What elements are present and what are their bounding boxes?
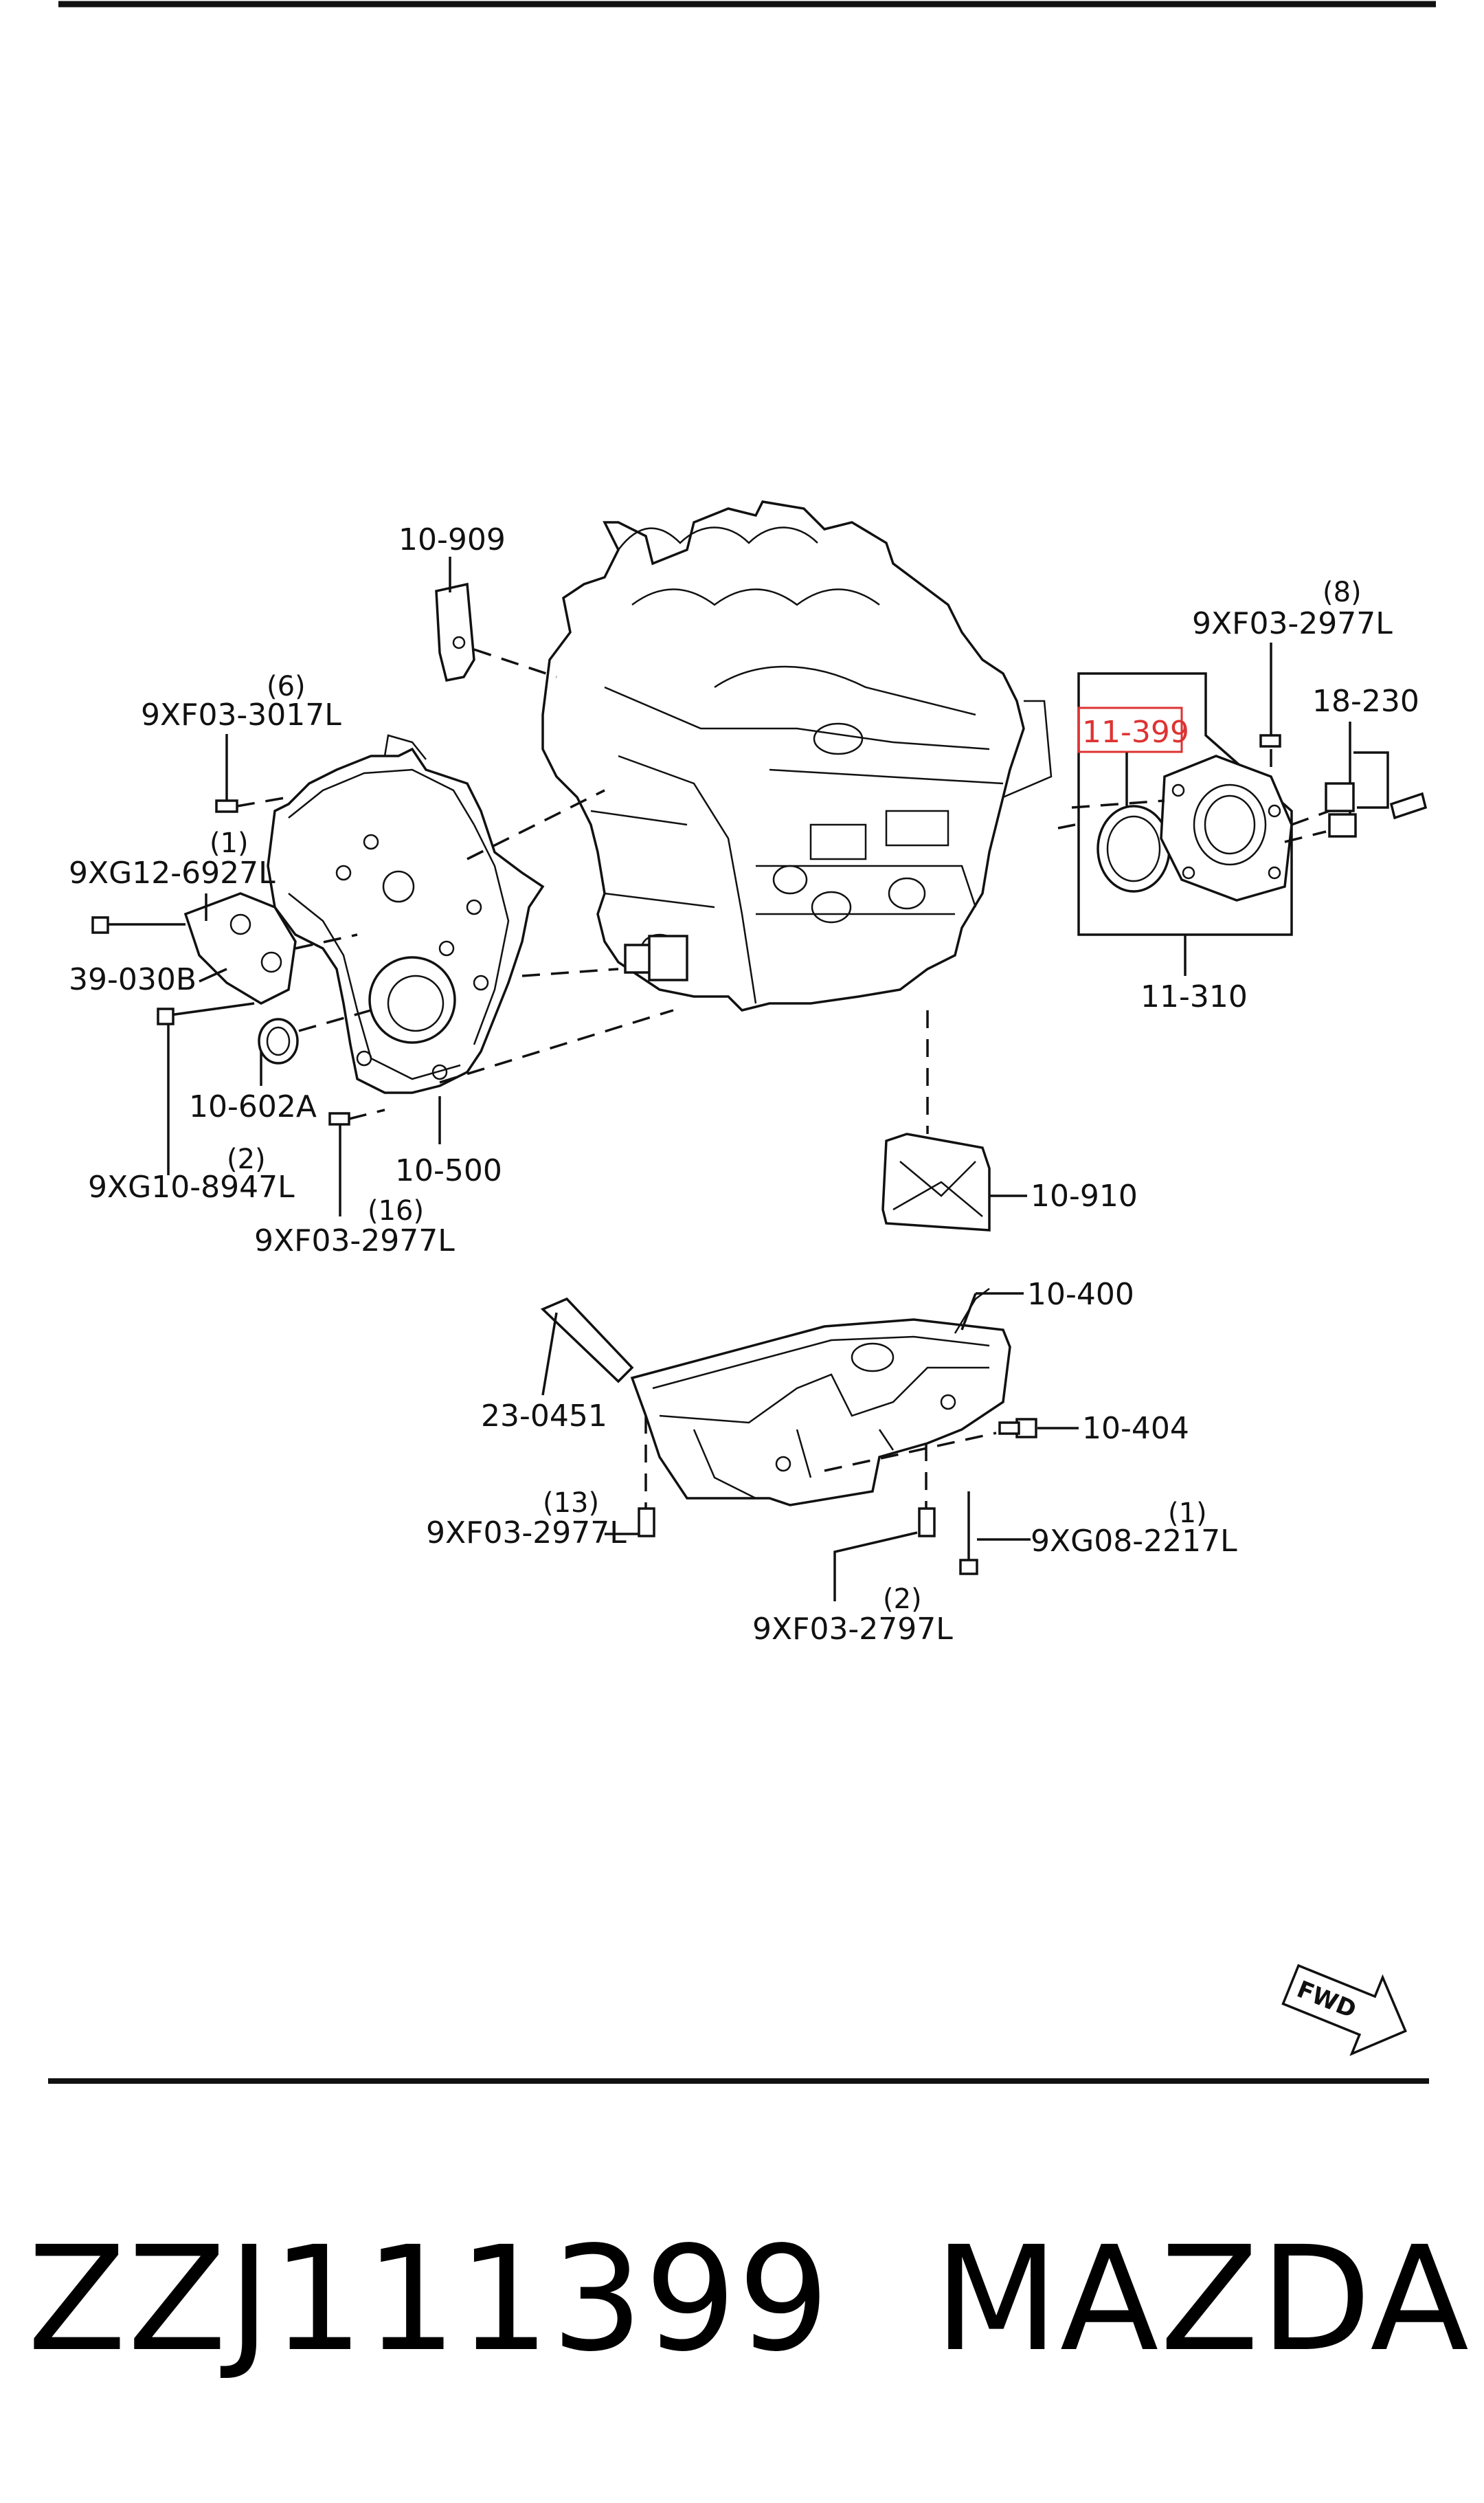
label-10-602a: 10-602A — [189, 1089, 317, 1124]
parts-diagram: 10-909 11-399 11-310 (8) 9XF03-2977L 18-… — [48, 1, 1436, 2084]
qty-2b: (2) — [883, 1583, 922, 1615]
label-9xf03-2797l: 9XF03-2797L — [752, 1612, 953, 1647]
label-9xg12-6927l: 9XG12-6927L — [69, 856, 276, 891]
label-10-400: 10-400 — [1027, 1277, 1134, 1312]
label-9xf03-3017l: 9XF03-3017L — [141, 698, 341, 733]
label-18-230: 18-230 — [1312, 684, 1419, 719]
label-39-030b: 39-030B — [69, 962, 196, 997]
part-10-910 — [881, 1133, 1027, 1232]
label-9xf03-2977l-low: 9XF03-2977L — [426, 1515, 627, 1550]
label-11-399: 11-399 — [1082, 715, 1189, 750]
label-10-909: 10-909 — [398, 522, 506, 557]
qty-6: (6) — [267, 671, 306, 702]
qty-1b: (1) — [1168, 1498, 1207, 1529]
label-9xf03-2977l-top: 9XF03-2977L — [1192, 606, 1393, 641]
label-9xg10-8947l: 9XG10-8947L — [88, 1170, 295, 1205]
label-9xg08-2217l: 9XG08-2217L — [1031, 1524, 1237, 1559]
part-11-310-group — [1057, 672, 1293, 976]
part-10-500 — [267, 734, 545, 1144]
leader-10-909 — [473, 648, 557, 678]
label-10-500: 10-500 — [395, 1153, 502, 1188]
label-10-910: 10-910 — [1031, 1179, 1138, 1214]
part-10-909 — [435, 557, 475, 682]
label-10-404: 10-404 — [1082, 1411, 1189, 1446]
caption: ZZJ111399 MAZDA — [27, 2210, 1470, 2388]
engine-block-drawing — [541, 500, 1053, 1012]
qty-8: (8) — [1323, 577, 1362, 608]
qty-13: (13) — [543, 1487, 599, 1519]
label-9xf03-2977l-mid: 9XF03-2977L — [254, 1223, 455, 1258]
qty-2a: (2) — [227, 1144, 266, 1175]
part-10-400 — [630, 1288, 1024, 1506]
fwd-arrow-icon: FWD — [1281, 1964, 1407, 2056]
brand-name: MAZDA — [934, 2214, 1470, 2383]
part-number: ZZJ111399 — [27, 2214, 831, 2383]
label-11-310: 11-310 — [1140, 979, 1248, 1014]
label-23-0451: 23-0451 — [481, 1399, 607, 1434]
qty-1a: (1) — [210, 827, 249, 859]
highlight-box-11-399 — [1077, 707, 1183, 753]
qty-16: (16) — [368, 1195, 424, 1227]
